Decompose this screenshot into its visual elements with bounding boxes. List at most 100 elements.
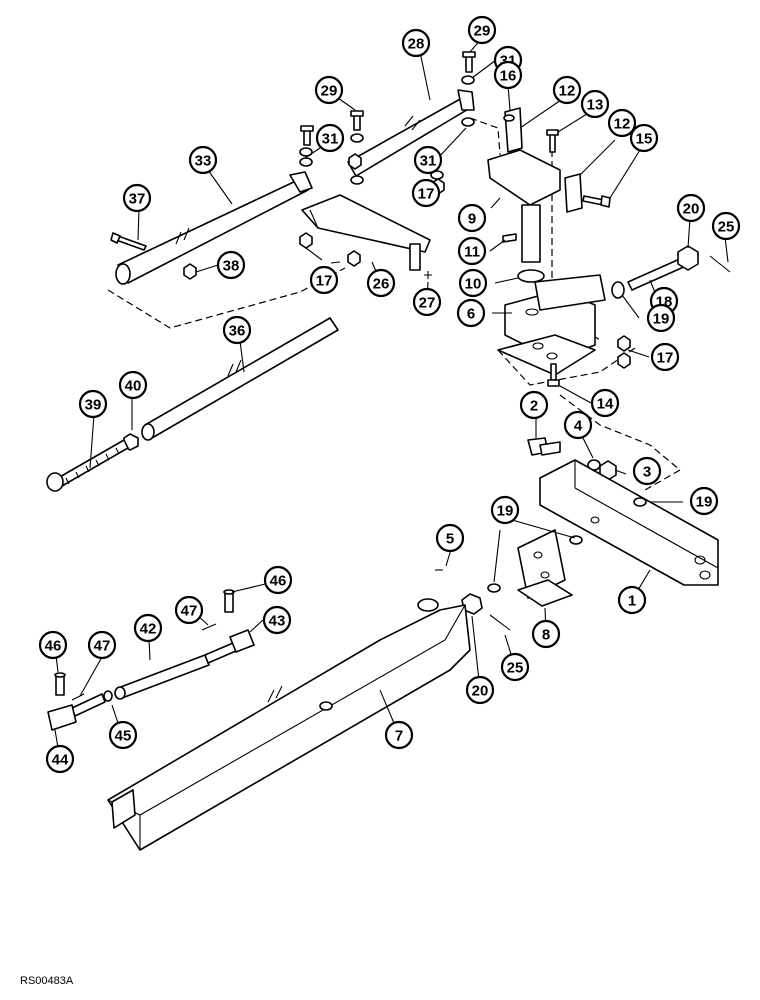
- callout-circle: [38, 630, 68, 660]
- callout-5: 5: [435, 523, 465, 553]
- callout-label: 43: [269, 613, 286, 630]
- callout-circle: [465, 675, 495, 705]
- callout-circle: [457, 203, 487, 233]
- callout-circle: [435, 523, 465, 553]
- callout-label: 47: [181, 603, 198, 620]
- callout-label: 6: [467, 306, 475, 323]
- callout-circle: [78, 389, 108, 419]
- callout-29: 29: [467, 15, 497, 45]
- callout-circle: [552, 75, 582, 105]
- callout-label: 9: [468, 211, 476, 228]
- callout-label: 42: [140, 621, 157, 638]
- callout-label: 14: [597, 396, 614, 413]
- callout-circle: [493, 60, 523, 90]
- part-main-tongue: [107, 569, 471, 851]
- callout-47: 47: [87, 630, 117, 660]
- callout-label: 2: [530, 398, 538, 415]
- callout-circle: [457, 236, 487, 266]
- callout-label: 28: [408, 36, 425, 53]
- callout-circle: [590, 388, 620, 418]
- callout-label: 46: [270, 573, 287, 590]
- callout-label: 4: [574, 418, 583, 435]
- callout-label: 15: [636, 131, 653, 148]
- callout-45: 45: [108, 720, 138, 750]
- callout-label: 17: [316, 273, 333, 290]
- callout-circle: [45, 744, 75, 774]
- callout-label: 31: [420, 153, 437, 170]
- callout-circle: [413, 145, 443, 175]
- callout-circle: [632, 456, 662, 486]
- callout-circle: [411, 178, 441, 208]
- callout-19: 19: [689, 486, 719, 516]
- part-upper-tube: [115, 171, 313, 285]
- callout-28: 28: [401, 28, 431, 58]
- callout-9: 9: [457, 203, 487, 233]
- callout-25: 25: [711, 211, 741, 241]
- callout-label: 25: [507, 660, 524, 677]
- callout-label: 7: [395, 728, 403, 745]
- callout-label: 46: [45, 638, 62, 655]
- callout-label: 45: [115, 728, 132, 745]
- callout-8: 8: [531, 619, 561, 649]
- leader-lines: [54, 37, 729, 760]
- callout-circle: [309, 265, 339, 295]
- callout-circle: [676, 193, 706, 223]
- callout-circle: [263, 565, 293, 595]
- callout-42: 42: [133, 613, 163, 643]
- callout-label: 25: [718, 219, 735, 236]
- parts-2-4-3: [527, 437, 617, 481]
- callout-2: 2: [519, 390, 549, 420]
- callout-12: 12: [607, 108, 637, 138]
- callout-39: 39: [78, 389, 108, 419]
- callout-circle: [607, 108, 637, 138]
- callout-38: 38: [216, 250, 246, 280]
- callout-label: 11: [464, 244, 480, 261]
- callout-label: 19: [497, 503, 514, 520]
- callout-label: 1: [628, 593, 636, 610]
- part-axle-18: [611, 245, 731, 299]
- callout-6: 6: [456, 298, 486, 328]
- callout-circle: [216, 250, 246, 280]
- callout-31: 31: [413, 145, 443, 175]
- callout-circle: [458, 268, 488, 298]
- callout-label: 27: [419, 295, 436, 312]
- figure-reference: RS00483A: [20, 975, 74, 987]
- callout-27: 27: [412, 287, 442, 317]
- callout-25: 25: [500, 652, 530, 682]
- callout-label: 12: [614, 116, 631, 133]
- callout-3: 3: [632, 456, 662, 486]
- callout-label: 13: [587, 97, 604, 114]
- callout-label: 20: [472, 683, 489, 700]
- callout-bubbles: 2928312916121312311533311737920251138172…: [38, 15, 741, 774]
- callout-label: 19: [653, 311, 670, 328]
- callout-31: 31: [315, 123, 345, 153]
- callout-46: 46: [38, 630, 68, 660]
- callout-36: 36: [222, 315, 252, 345]
- callout-label: 38: [223, 258, 240, 275]
- callout-47: 47: [174, 595, 204, 625]
- callout-label: 37: [129, 191, 146, 208]
- part-triangular-bracket: [301, 194, 431, 271]
- callout-circle: [222, 315, 252, 345]
- callout-label: 44: [52, 752, 69, 769]
- part-lower-tube: [46, 317, 339, 492]
- callout-label: 19: [696, 494, 713, 511]
- callout-label: 40: [125, 378, 142, 395]
- callout-19: 19: [490, 495, 520, 525]
- part-mast: [487, 107, 611, 283]
- callout-label: 17: [657, 350, 674, 367]
- callout-label: 29: [474, 23, 491, 40]
- callout-circle: [188, 145, 218, 175]
- callout-circle: [456, 298, 486, 328]
- callout-17: 17: [309, 265, 339, 295]
- callout-1: 1: [617, 585, 647, 615]
- callout-circle: [174, 595, 204, 625]
- callout-circle: [118, 370, 148, 400]
- callout-circle: [314, 75, 344, 105]
- callout-17: 17: [650, 342, 680, 372]
- parts-jack-assembly: [47, 589, 255, 731]
- callout-circle: [490, 495, 520, 525]
- callout-17: 17: [411, 178, 441, 208]
- part-bracket-8: [461, 529, 573, 631]
- callout-label: 3: [643, 464, 651, 481]
